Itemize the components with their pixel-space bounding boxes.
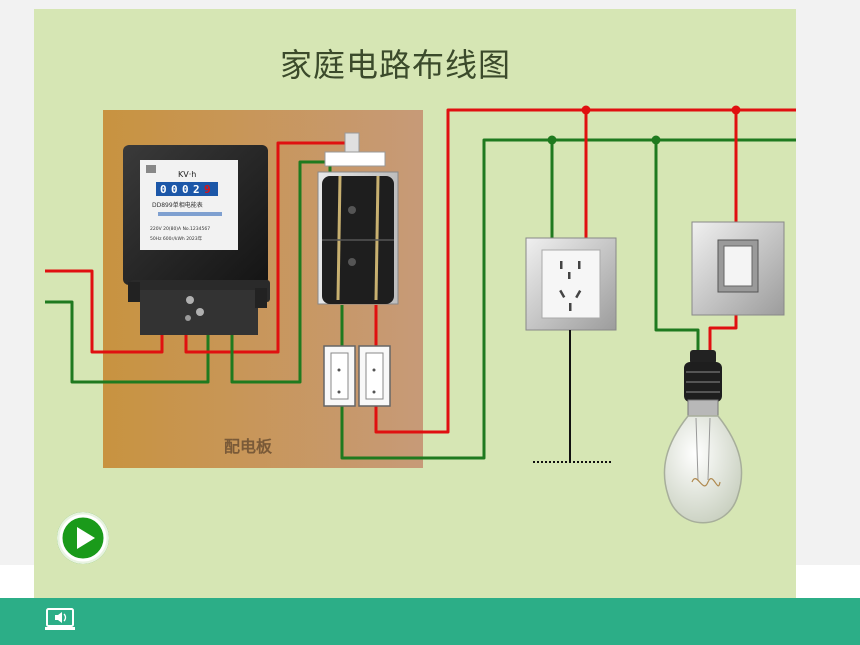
slide-margin-left <box>0 565 34 598</box>
meter-digit: 9 <box>204 183 211 196</box>
light-switch <box>691 221 785 316</box>
fuse-left <box>323 345 356 407</box>
fuse-right <box>358 345 391 407</box>
speaker-icon <box>45 608 75 630</box>
meter-faceplate <box>140 160 238 250</box>
play-icon <box>59 514 107 562</box>
meter-digit: 0 <box>171 183 178 196</box>
meter-disc <box>158 212 222 216</box>
lamp-neutral-wire <box>654 140 700 352</box>
wires <box>45 108 796 460</box>
incoming-live-wire <box>45 269 164 354</box>
meter-digit: 2 <box>193 183 200 196</box>
page-title: 家庭电路布线图 <box>280 46 512 84</box>
wall-socket <box>525 237 617 331</box>
slide-margin-right <box>796 565 860 598</box>
main-neutral-line <box>340 138 796 460</box>
switch-to-lamp-wire <box>708 315 738 352</box>
knife-switch <box>317 132 399 305</box>
meter-counter <box>156 182 218 196</box>
play-button[interactable] <box>57 512 109 564</box>
main-live-line <box>374 108 796 434</box>
junction-dot <box>731 105 741 115</box>
meter-unit: KV·h <box>178 170 196 179</box>
meter-spec-1: 220V 20(80)A No.1234567 <box>150 226 210 232</box>
audio-button[interactable] <box>44 606 76 634</box>
junction-dot <box>651 135 661 145</box>
junction-dot <box>547 135 557 145</box>
light-bulb <box>663 350 743 524</box>
electricity-meter: KV·h 0 0 0 2 9 DD899单相电能表 220V 20(80)A N… <box>123 145 270 335</box>
distribution-board-label: 配电板 <box>224 437 273 456</box>
meter-model: DD899单相电能表 <box>152 201 203 209</box>
junction-dot <box>581 105 591 115</box>
incoming-neutral-wire <box>45 300 210 384</box>
meter-digit: 0 <box>160 183 167 196</box>
meter-digit: 0 <box>182 183 189 196</box>
bottom-toolbar <box>0 598 860 645</box>
meter-spec-2: 50Hz 600r/kWh 2023年 <box>150 235 203 242</box>
